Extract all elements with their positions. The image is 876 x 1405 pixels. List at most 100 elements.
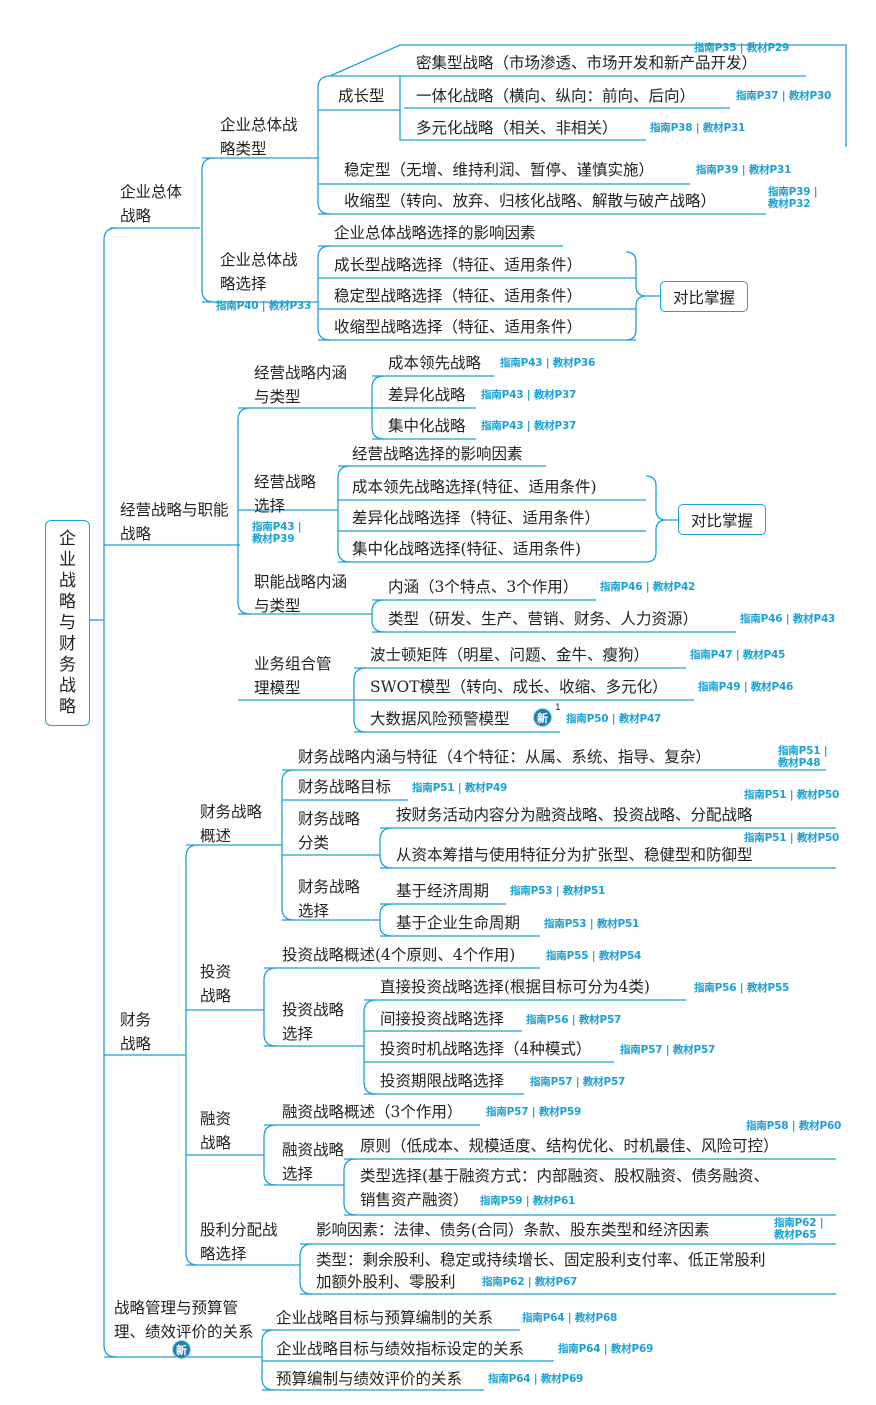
new-badge-icon: 新 — [533, 708, 552, 727]
s1-stable-sel: 稳定型战略选择（特征、适用条件） — [334, 287, 583, 305]
s3-select-e1: 基于经济周期 — [396, 882, 490, 900]
ref-label: 指南P55 | 教材P54 — [546, 950, 642, 962]
s3-dividend-title: 股利分配战略选择 — [200, 1221, 278, 1263]
s3-invest-i1: 直接投资战略选择(根据目标可分为4类) — [380, 978, 650, 996]
s2-bus-factors: 经营战略选择的影响因素 — [352, 445, 523, 463]
ref-label: 指南P46 | 教材P43 — [740, 613, 836, 625]
ref-label: 指南P47 | 教材P45 — [690, 649, 786, 661]
s2-bcg: 波士顿矩阵（明星、问题、金牛、瘦狗） — [370, 646, 650, 664]
ref-label: 指南P38 | 教材P31 — [650, 122, 746, 134]
ref-label: 指南P49 | 教材P46 — [698, 681, 794, 693]
s4-l3: 预算编制与绩效评价的关系 — [276, 1370, 463, 1388]
s3-title: 财务战略 — [120, 1011, 152, 1053]
s3-finance-types-b: 销售资产融资） — [360, 1191, 469, 1209]
s4-title: 战略管理与预算管理、绩效评价的关系 — [114, 1299, 254, 1341]
ref-label: 指南P50 | 教材P47 — [566, 713, 662, 725]
s3-select-e2: 基于企业生命周期 — [396, 914, 521, 932]
ref-label: 指南P58 | 教材P60 — [746, 1120, 842, 1132]
ref-label: 指南P51 | 教材P49 — [412, 782, 508, 794]
s3-class-c1: 按财务活动内容分为融资战略、投资战略、分配战略 — [396, 806, 753, 824]
s2-bus-select-title: 经营战略选择 — [254, 473, 317, 515]
s1-retrench: 收缩型（转向、放弃、归核化战略、解散与破产战略） — [344, 192, 717, 210]
s2-func-meaning: 内涵（3个特点、3个作用） — [388, 578, 579, 596]
s1-select-factors: 企业总体战略选择的影响因素 — [334, 224, 536, 242]
ref-label: 指南P57 | 教材P57 — [620, 1044, 716, 1056]
root-label: 企业战略与财务战略 — [59, 528, 76, 717]
s1-type-title: 企业总体战略类型 — [220, 116, 298, 158]
s4-l2: 企业战略目标与绩效指标设定的关系 — [276, 1340, 525, 1358]
s4-l1: 企业战略目标与预算编制的关系 — [276, 1309, 494, 1327]
s3-finance-principle: 原则（低成本、规模适度、结构优化、时机最佳、风险可控） — [360, 1137, 779, 1155]
ref-label: 指南P51 | 教材P50 — [744, 789, 840, 801]
s3-select-title: 财务战略选择 — [298, 878, 361, 920]
ref-label: 指南P43 | 教材P36 — [500, 357, 596, 369]
s2-portfolio-title: 业务组合管理模型 — [254, 655, 332, 697]
s3-invest-i2: 间接投资战略选择 — [380, 1010, 505, 1028]
s3-overview-title: 财务战略概述 — [200, 803, 263, 845]
s3-dividend-types-b: 加额外股利、零股利 — [316, 1273, 456, 1291]
s3-goal: 财务战略目标 — [298, 778, 392, 796]
root-node: 企业战略与财务战略 — [45, 520, 90, 726]
s2-swot: SWOT模型（转向、成长、收缩、多元化） — [370, 678, 668, 696]
ref-label: 指南P43 | 教材P37 — [481, 420, 577, 432]
ref-label: 指南P57 | 教材P57 — [530, 1076, 626, 1088]
s2-cost-sel: 成本领先战略选择(特征、适用条件) — [352, 478, 597, 496]
ref-label: 指南P56 | 教材P57 — [526, 1014, 622, 1026]
s3-invest-i4: 投资期限战略选择 — [380, 1072, 505, 1090]
ref-label: 指南P46 | 教材P42 — [600, 581, 696, 593]
footnote-mark: 1 — [555, 703, 561, 713]
s3-finance-title: 融资战略 — [200, 1110, 232, 1152]
s3-class-title: 财务战略分类 — [298, 810, 361, 852]
new-badge-icon: 新 — [172, 1340, 191, 1359]
s1-intensive: 密集型战略（市场渗透、市场开发和新产品开发） — [416, 54, 758, 72]
ref-label: 指南P53 | 教材P51 — [544, 918, 640, 930]
ref-label: 指南P62 | 教材P67 — [482, 1276, 578, 1288]
s3-dividend-types-a: 类型：剩余股利、稳定或持续增长、固定股利支付率、低正常股利 — [316, 1251, 766, 1269]
s3-class-c2: 从资本筹措与使用特征分为扩张型、稳健型和防御型 — [396, 846, 753, 864]
ref-label: 指南P64 | 教材P69 — [488, 1373, 584, 1385]
ref-label: 指南P43 | 教材P37 — [481, 389, 577, 401]
ref-label: 指南P37 | 教材P30 — [736, 90, 832, 102]
s2-bus-type-title: 经营战略内涵与类型 — [254, 364, 348, 406]
s3-finance-types-a: 类型选择(基于融资方式：内部融资、股权融资、债务融资、 — [360, 1167, 770, 1185]
ref-label: 指南P35 | 教材P29 — [694, 42, 790, 54]
ref-label: 指南P64 | 教材P68 — [522, 1312, 618, 1324]
compare-box: 对比掌握 — [678, 504, 766, 535]
ref-label: 指南P39 | 教材P31 — [696, 164, 792, 176]
s3-invest-i3: 投资时机战略选择（4种模式） — [380, 1040, 592, 1058]
ref-label: 指南P51 | 教材P50 — [744, 832, 840, 844]
ref-label: 指南P62 | 教材P65 — [774, 1217, 824, 1241]
s2-diff: 差异化战略 — [388, 386, 466, 404]
s1-integration: 一体化战略（横向、纵向：前向、后向） — [416, 87, 696, 105]
s2-focus-sel: 集中化战略选择(特征、适用条件) — [352, 540, 582, 558]
s3-dividend-factors: 影响因素：法律、债务(合同）条款、股东类型和经济因素 — [316, 1221, 710, 1239]
s2-func-types: 类型（研发、生产、营销、财务、人力资源） — [388, 610, 699, 628]
s1-retrench-sel: 收缩型战略选择（特征、适用条件） — [334, 318, 583, 336]
s3-invest-title: 投资战略 — [200, 963, 232, 1005]
compare-box: 对比掌握 — [660, 281, 748, 312]
s1-growth-sel: 成长型战略选择（特征、适用条件） — [334, 256, 583, 274]
s2-func-title: 职能战略内涵与类型 — [254, 573, 348, 615]
s3-finance-select-title: 融资战略选择 — [282, 1141, 345, 1183]
ref-label: 指南P57 | 教材P59 — [486, 1106, 582, 1118]
ref-label: 指南P39 | 教材P32 — [768, 186, 818, 210]
s2-bigdata: 大数据风险预警模型 — [370, 710, 510, 728]
s1-growth: 成长型 — [338, 87, 385, 105]
s1-stable: 稳定型（无增、维持利润、暂停、谨慎实施） — [344, 161, 655, 179]
ref-label: 指南P40 | 教材P33 — [216, 300, 312, 312]
s3-invest-overview: 投资战略概述(4个原则、4个作用) — [282, 946, 516, 964]
ref-label: 指南P59 | 教材P61 — [480, 1195, 576, 1207]
s2-title: 经营战略与职能战略 — [120, 501, 229, 543]
s2-focus: 集中化战略 — [388, 417, 466, 435]
s1-title: 企业总体战略 — [120, 183, 183, 225]
s2-cost: 成本领先战略 — [388, 354, 482, 372]
s1-select-title: 企业总体战略选择 — [220, 251, 298, 293]
s1-diversification: 多元化战略（相关、非相关） — [416, 119, 618, 137]
ref-label: 指南P64 | 教材P69 — [558, 1343, 654, 1355]
ref-label: 指南P56 | 教材P55 — [694, 982, 790, 994]
s3-meaning: 财务战略内涵与特征（4个特征：从属、系统、指导、复杂） — [298, 748, 711, 766]
s2-diff-sel: 差异化战略选择（特征、适用条件） — [352, 509, 601, 527]
ref-label: 指南P43 | 教材P39 — [252, 521, 302, 545]
s3-finance-overview: 融资战略概述（3个作用） — [282, 1103, 463, 1121]
